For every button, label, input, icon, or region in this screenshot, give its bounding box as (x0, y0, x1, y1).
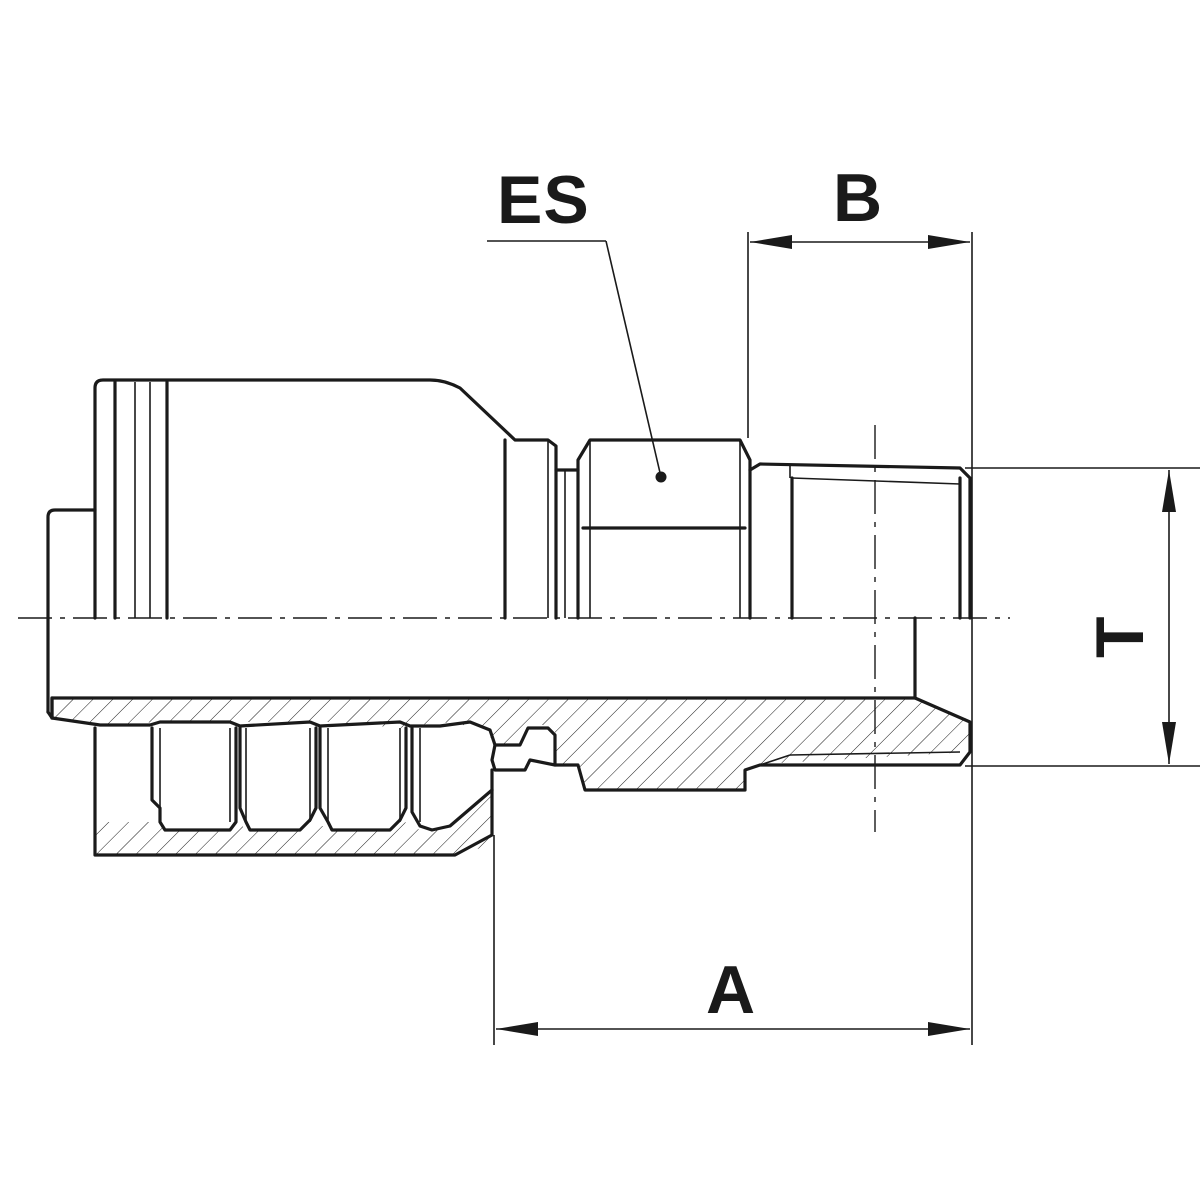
fitting-outline (46, 378, 972, 857)
label-es: ES (497, 162, 590, 238)
dimension-b (747, 232, 973, 1045)
label-b: B (833, 160, 883, 236)
dimension-a (493, 835, 970, 1045)
center-lines (18, 425, 1010, 832)
label-a: A (706, 952, 756, 1028)
label-t: T (1082, 616, 1158, 658)
es-leader-line (487, 240, 662, 478)
dimension-t (965, 467, 1200, 767)
